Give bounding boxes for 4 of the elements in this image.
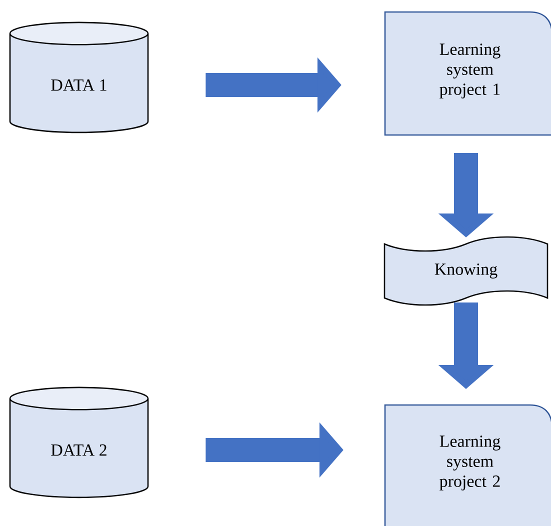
database-cylinder: DATA 1 xyxy=(9,22,149,134)
process-box: Learning system project 1 xyxy=(384,11,551,136)
process-box: Learning system project 2 xyxy=(384,404,551,526)
database-cylinder: DATA 2 xyxy=(9,386,149,498)
